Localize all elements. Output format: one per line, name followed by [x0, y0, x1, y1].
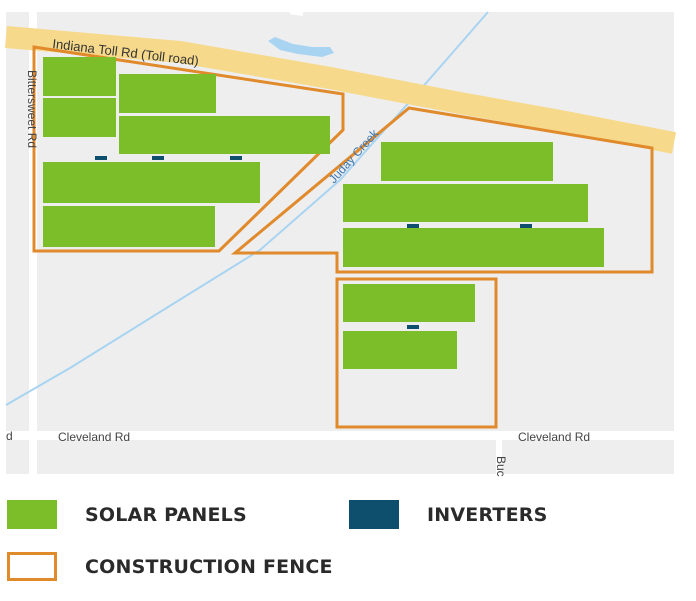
solar-panel-block: [343, 228, 604, 267]
inverter: [407, 325, 419, 329]
solar-panel-block: [381, 142, 553, 181]
solar-panel-block: [343, 184, 588, 222]
toll-road: [5, 26, 677, 154]
solar-panel-block: [43, 206, 215, 247]
legend-item-solar-panels: SOLAR PANELS: [7, 500, 247, 529]
solar-panel-block: [43, 57, 116, 96]
inverter: [152, 156, 164, 160]
construction-fence-south: [335, 277, 498, 429]
solar-panel-block: [119, 116, 330, 154]
construction-fence-east: [230, 106, 654, 274]
legend-label-inverters: INVERTERS: [427, 503, 548, 526]
solar-panel-block: [343, 331, 457, 369]
buc-rd: [496, 440, 502, 474]
road-connector: [289, 10, 304, 16]
solar-panel-block: [119, 74, 216, 113]
solar-panels-swatch: [7, 500, 57, 529]
inverters-swatch: [349, 500, 399, 529]
solar-panels: [43, 57, 604, 369]
cleveland-rd-label-right: Cleveland Rd: [518, 430, 590, 444]
inverter: [407, 224, 419, 228]
buc-rd-label: Buc: [494, 456, 508, 477]
legend-label-construction-fence: CONSTRUCTION FENCE: [85, 555, 333, 578]
legend-item-inverters: INVERTERS: [349, 500, 548, 529]
inverters: [95, 156, 532, 329]
solar-panel-block: [43, 98, 116, 137]
legend-item-construction-fence: CONSTRUCTION FENCE: [7, 552, 333, 581]
inverter: [520, 224, 532, 228]
inverter: [230, 156, 242, 160]
construction-fence-swatch: [7, 552, 57, 581]
construction-fence-west: [32, 45, 345, 253]
inverter: [95, 156, 107, 160]
legend-label-solar-panels: SOLAR PANELS: [85, 503, 247, 526]
cleveland-rd-label-left: Cleveland Rd: [58, 430, 130, 444]
solar-panel-block: [43, 162, 260, 203]
bittersweet-rd-label: Bittersweet Rd: [25, 70, 39, 148]
cleveland-rd: [6, 431, 674, 440]
site-map: Indiana Toll Rd (Toll road) Bittersweet …: [5, 10, 677, 477]
cleveland-rd-stub-label: d: [6, 429, 13, 443]
pond: [268, 37, 334, 57]
solar-panel-block: [343, 284, 475, 322]
